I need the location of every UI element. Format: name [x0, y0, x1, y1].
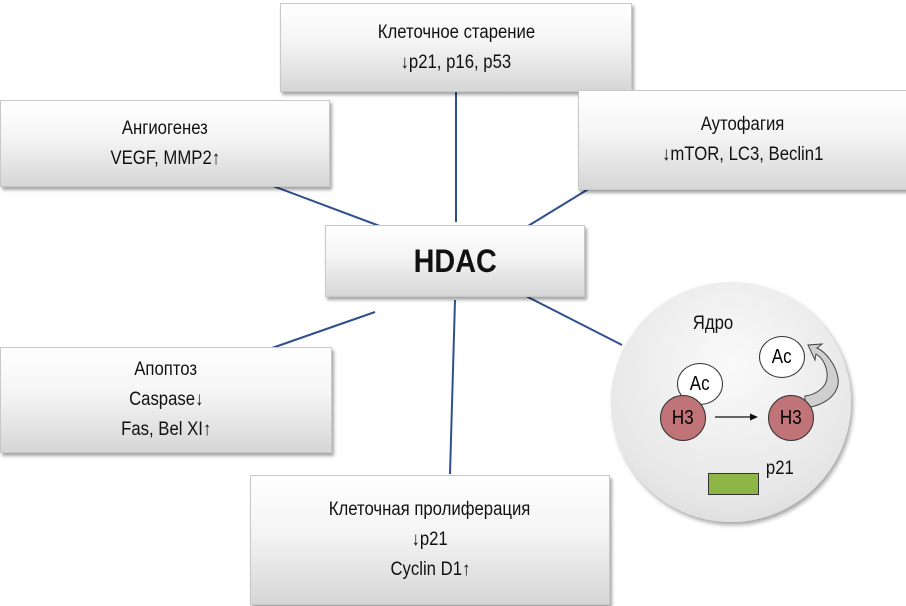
- apoptosis-title: Апоптоз: [134, 359, 198, 380]
- proliferation-p21: ↓p21: [411, 529, 449, 550]
- senescence-box: Клеточное старение ↓p21, p16, p53: [280, 3, 632, 92]
- line-angiogenesis: [264, 182, 386, 229]
- acetyl-group-released: Ac: [759, 336, 805, 378]
- line-proliferation: [449, 299, 456, 475]
- senescence-title: Клеточное старение: [377, 21, 535, 43]
- histone-h3-deacetylated: H3: [768, 395, 814, 441]
- arrow-right-icon: [750, 413, 758, 421]
- angiogenesis-markers: VEGF, MMP2↑: [110, 147, 220, 169]
- senescence-markers: ↓p21, p16, p53: [400, 51, 512, 73]
- apoptosis-fas: Fas, Bel XI↑: [120, 419, 212, 440]
- histone-h3-acetylated: H3: [660, 395, 706, 441]
- angiogenesis-title: Ангиогенез: [122, 117, 208, 139]
- apoptosis-box: Апоптоз Caspase↓ Fas, Bel XI↑: [0, 347, 332, 453]
- p21-gene-label: p21: [765, 458, 794, 479]
- proliferation-cyclin: Cyclin D1↑: [390, 559, 470, 580]
- hdac-label: HDAC: [413, 243, 497, 279]
- line-autophagy: [527, 184, 596, 227]
- line-apoptosis: [271, 311, 376, 349]
- nucleus-title: Ядро: [692, 313, 734, 334]
- line-nucleus: [519, 292, 623, 346]
- autophagy-markers: ↓mTOR, LC3, Beclin1: [662, 144, 824, 165]
- proliferation-box: Клеточная пролиферация ↓p21 Cyclin D1↑: [250, 475, 610, 605]
- curved-arrow-icon: [804, 343, 839, 409]
- autophagy-title: Аутофагия: [701, 114, 785, 135]
- apoptosis-caspase: Caspase↓: [128, 389, 204, 410]
- hdac-box: HDAC: [325, 225, 585, 297]
- proliferation-title: Клеточная пролиферация: [329, 499, 531, 520]
- angiogenesis-box: Ангиогенез VEGF, MMP2↑: [0, 100, 330, 187]
- autophagy-box: Аутофагия ↓mTOR, LC3, Beclin1: [578, 90, 906, 190]
- p21-gene-block: [708, 473, 759, 495]
